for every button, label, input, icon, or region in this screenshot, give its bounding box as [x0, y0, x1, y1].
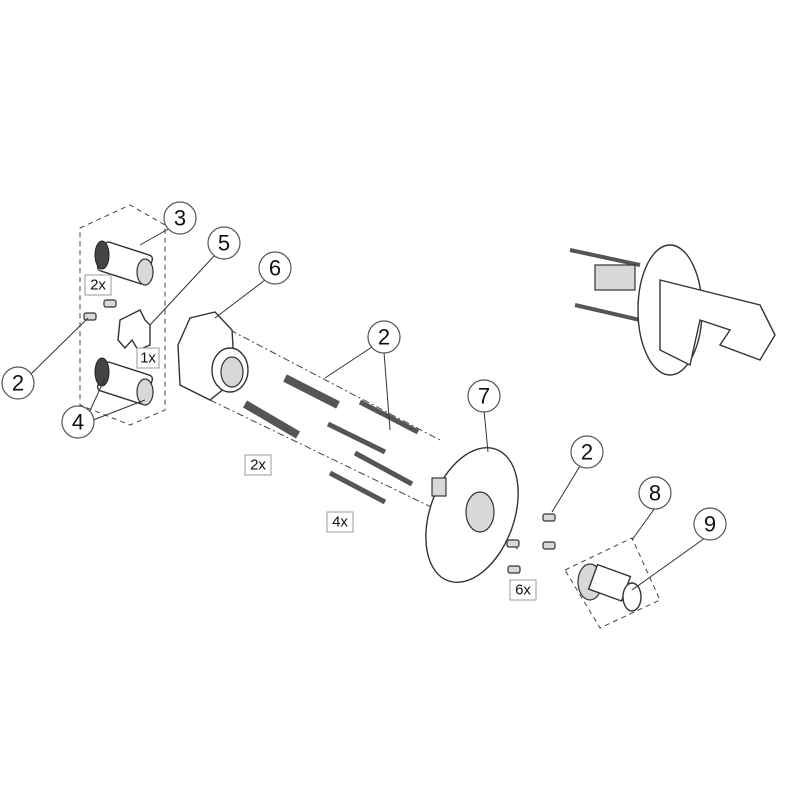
svg-text:6: 6 [269, 256, 281, 281]
leader-lines [29, 227, 706, 591]
svg-text:6x: 6x [515, 582, 531, 599]
pipe-fitting-3 [94, 240, 154, 286]
callout-2: 2 [367, 320, 401, 354]
svg-text:8: 8 [649, 481, 661, 506]
callout-6: 6 [258, 251, 292, 285]
svg-text:2: 2 [581, 440, 593, 465]
pipe-fitting-4 [94, 357, 154, 406]
screws-6x [506, 513, 556, 574]
svg-text:7: 7 [478, 384, 490, 409]
cover-plate-7 [425, 446, 519, 584]
valve-housing-6 [177, 311, 249, 401]
callout-2: 2 [570, 435, 604, 469]
svg-text:2x: 2x [90, 277, 106, 294]
group-box-3-4 [79, 204, 166, 426]
svg-text:2: 2 [12, 371, 24, 396]
svg-text:9: 9 [704, 512, 716, 537]
axis-line [229, 329, 441, 441]
quantity-label: 1x [136, 347, 160, 369]
cartridge-8-9 [577, 563, 642, 612]
callout-7: 7 [467, 379, 501, 413]
svg-text:4: 4 [72, 410, 84, 435]
callout-8: 8 [638, 476, 672, 510]
quantity-label: 2x [84, 274, 112, 296]
screw-small [83, 299, 117, 321]
quantity-label: 2x [244, 454, 272, 476]
retaining-clip-5 [117, 309, 151, 351]
assembled-view [569, 244, 776, 376]
callout-3: 3 [163, 201, 197, 235]
threaded-rods [242, 374, 420, 505]
callout-9: 9 [693, 507, 727, 541]
svg-text:1x: 1x [140, 350, 156, 367]
svg-text:3: 3 [174, 206, 186, 231]
svg-text:4x: 4x [332, 514, 348, 531]
svg-text:5: 5 [218, 231, 230, 256]
svg-text:2: 2 [378, 325, 390, 350]
callout-2: 2 [1, 366, 35, 400]
quantity-label: 4x [326, 511, 354, 533]
callout-4: 4 [61, 405, 95, 439]
callout-5: 5 [207, 226, 241, 260]
svg-text:2x: 2x [250, 457, 266, 474]
group-box-8-9 [564, 537, 661, 629]
quantity-label: 6x [509, 579, 537, 601]
